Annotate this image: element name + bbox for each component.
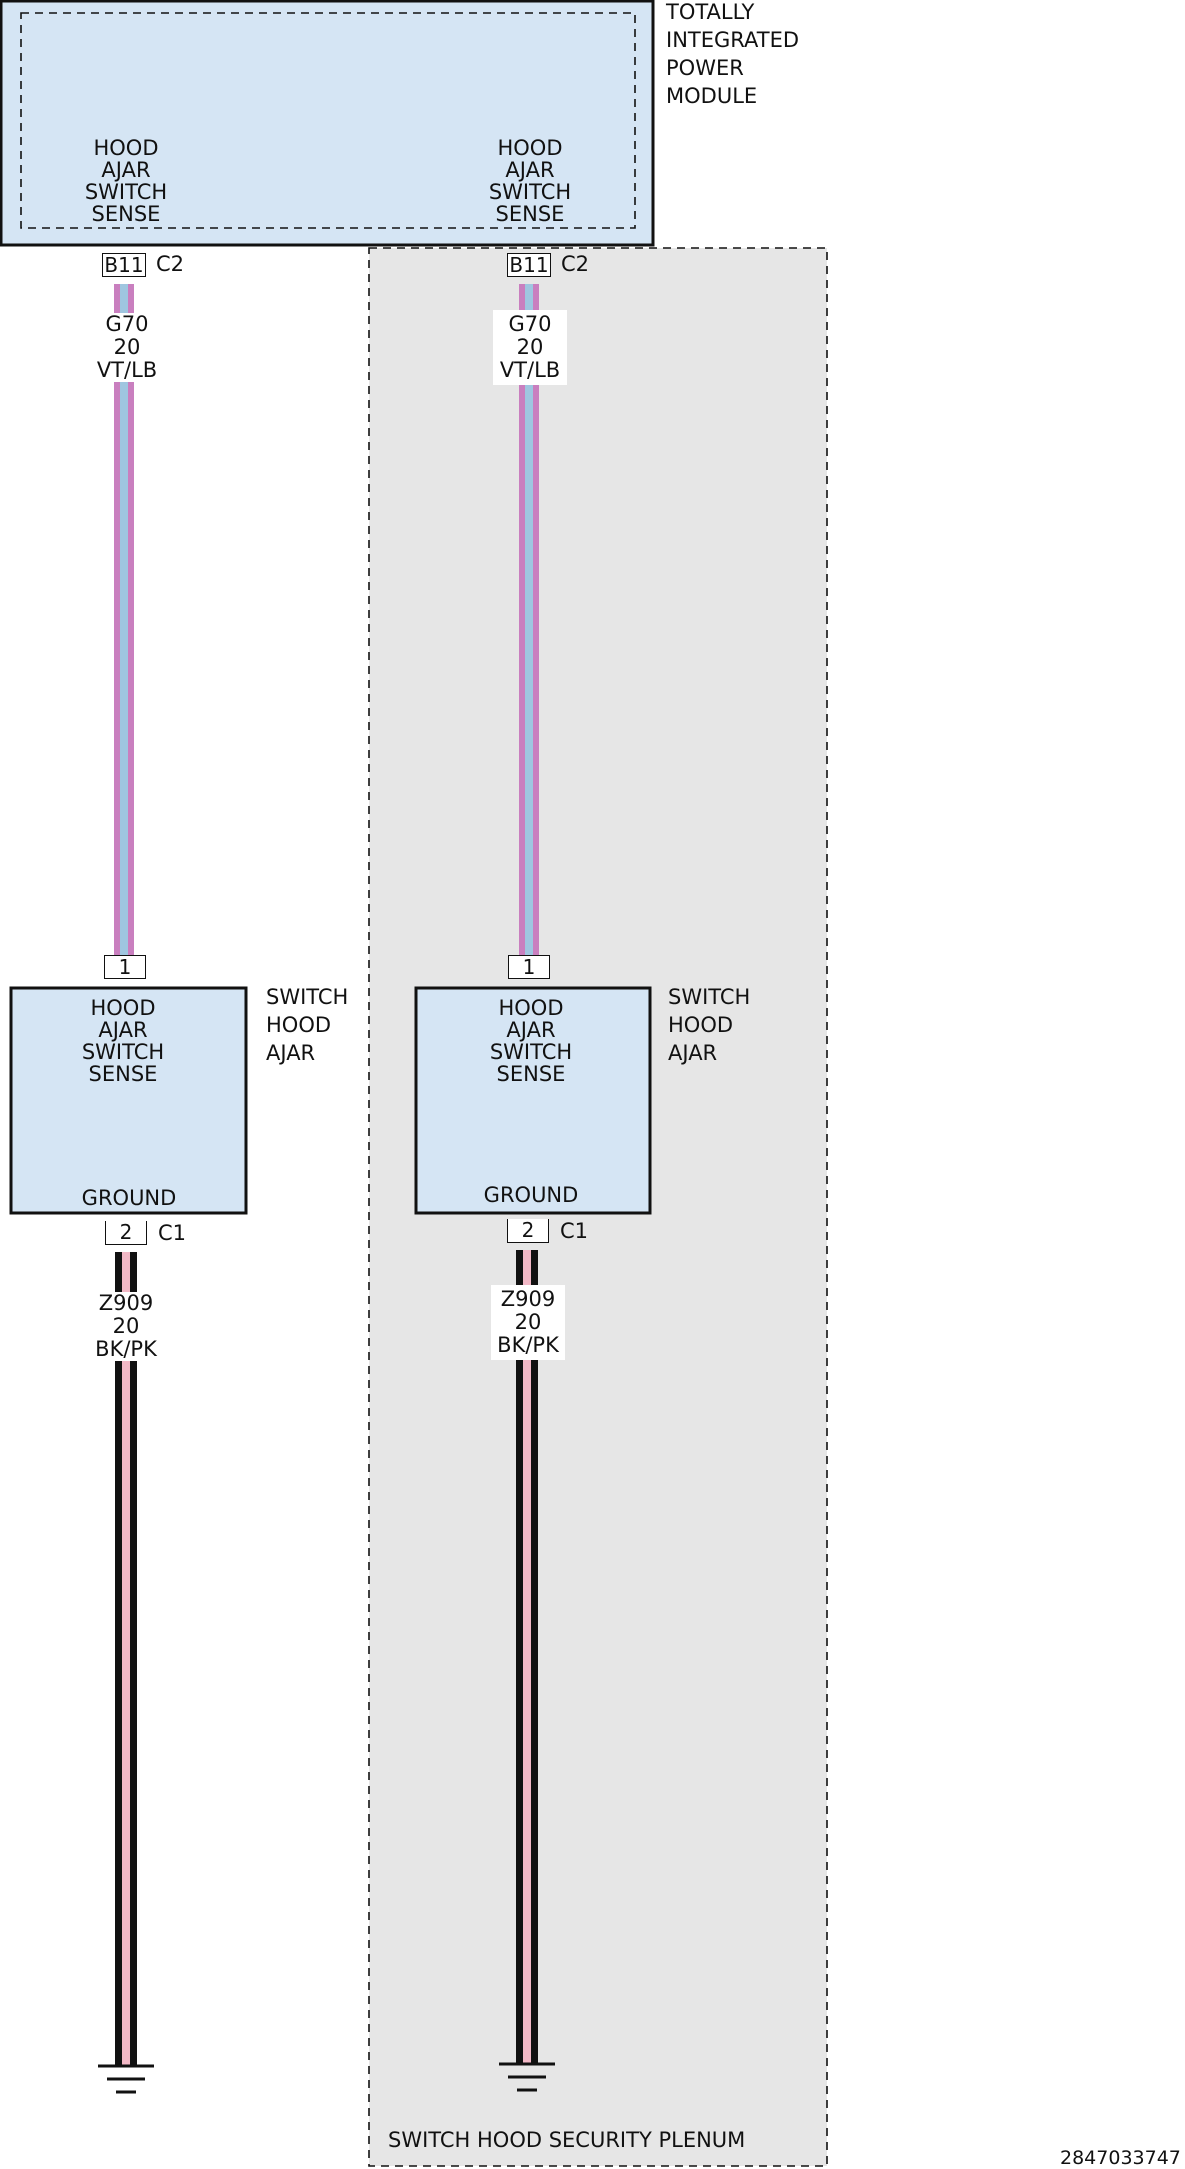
wire-circuit: Z909 <box>500 1287 556 1311</box>
switch-connector-left: C1 <box>158 1221 187 1245</box>
module-pin-label-right: HOOD AJAR SWITCH SENSE <box>474 137 586 225</box>
switch-name-left: SWITCH HOOD AJAR <box>266 983 348 1067</box>
switch-pin-1-left: 1 <box>104 955 146 979</box>
module-name: TOTALLY INTEGRATED POWER MODULE <box>666 0 799 110</box>
switch-box-right <box>414 986 652 1215</box>
switch-ground-label-right: GROUND <box>483 1183 579 1207</box>
power-module-box <box>0 0 655 247</box>
switch-name-line: HOOD <box>266 1013 332 1037</box>
module-pin-label-left: HOOD AJAR SWITCH SENSE <box>70 137 182 225</box>
switch-name-line: AJAR <box>668 1041 718 1065</box>
signal-wire-label-left: G70 20 VT/LB <box>92 313 162 382</box>
switch-sense-label-left: HOOD AJAR SWITCH SENSE <box>62 997 184 1085</box>
pin-label-line: SENSE <box>91 202 161 226</box>
sense-line: SWITCH <box>489 1040 573 1064</box>
sense-line: AJAR <box>506 1018 556 1042</box>
sense-line: HOOD <box>90 996 156 1020</box>
wire-gauge: 20 <box>112 1314 140 1338</box>
switch-pin-2-right: 2 <box>507 1219 549 1243</box>
wire-circuit: Z909 <box>98 1291 154 1315</box>
ground-wire-label-left: Z909 20 BK/PK <box>88 1292 164 1361</box>
module-name-line: INTEGRATED <box>666 28 800 52</box>
pin-label-line: AJAR <box>505 158 555 182</box>
switch-sense-label-right: HOOD AJAR SWITCH SENSE <box>470 997 592 1085</box>
ground-wire-label-right: Z909 20 BK/PK <box>491 1285 565 1360</box>
sense-line: SWITCH <box>81 1040 165 1064</box>
pin-label-line: SENSE <box>495 202 565 226</box>
wire-circuit: G70 <box>508 312 552 336</box>
switch-connector-right: C1 <box>560 1219 589 1243</box>
wire-color: VT/LB <box>499 358 561 382</box>
figure-id: 2847033747 <box>1060 2147 1181 2169</box>
wire-gauge: 20 <box>516 335 544 359</box>
module-name-line: TOTALLY <box>666 0 755 24</box>
switch-name-line: AJAR <box>266 1041 316 1065</box>
sense-line: AJAR <box>98 1018 148 1042</box>
wire-color: BK/PK <box>497 1333 559 1357</box>
switch-ground-label-left: GROUND <box>81 1186 177 1210</box>
sense-line: SENSE <box>88 1062 158 1086</box>
pin-label-line: AJAR <box>101 158 151 182</box>
wire-gauge: 20 <box>514 1310 542 1334</box>
switch-pin-1-right: 1 <box>508 955 550 979</box>
switch-pin-2-left: 2 <box>105 1221 147 1245</box>
module-name-line: MODULE <box>666 84 758 108</box>
switch-name-right: SWITCH HOOD AJAR <box>668 983 750 1067</box>
pin-label-line: SWITCH <box>488 180 572 204</box>
sense-line: HOOD <box>498 996 564 1020</box>
switch-name-line: SWITCH <box>668 985 751 1009</box>
switch-name-line: HOOD <box>668 1013 734 1037</box>
module-pin-right: B11 <box>507 253 551 277</box>
module-pin-left: B11 <box>102 253 146 277</box>
switch-name-line: SWITCH <box>266 985 349 1009</box>
module-name-line: POWER <box>666 56 744 80</box>
wire-color: BK/PK <box>95 1337 157 1361</box>
wire-circuit: G70 <box>105 312 149 336</box>
pin-label-line: HOOD <box>93 136 159 160</box>
wire-gauge: 20 <box>113 335 141 359</box>
module-connector-left: C2 <box>156 252 185 276</box>
ground-symbol-right <box>499 2062 555 2092</box>
pin-label-line: HOOD <box>497 136 563 160</box>
module-connector-right: C2 <box>561 252 590 276</box>
signal-wire-label-right: G70 20 VT/LB <box>493 310 567 385</box>
pin-label-line: SWITCH <box>84 180 168 204</box>
sense-line: SENSE <box>496 1062 566 1086</box>
variant-region-label: SWITCH HOOD SECURITY PLENUM <box>388 2128 746 2152</box>
power-module-inner-border <box>20 12 636 229</box>
wire-color: VT/LB <box>96 358 158 382</box>
ground-symbol-left <box>98 2064 154 2094</box>
switch-box-left <box>9 986 248 1215</box>
